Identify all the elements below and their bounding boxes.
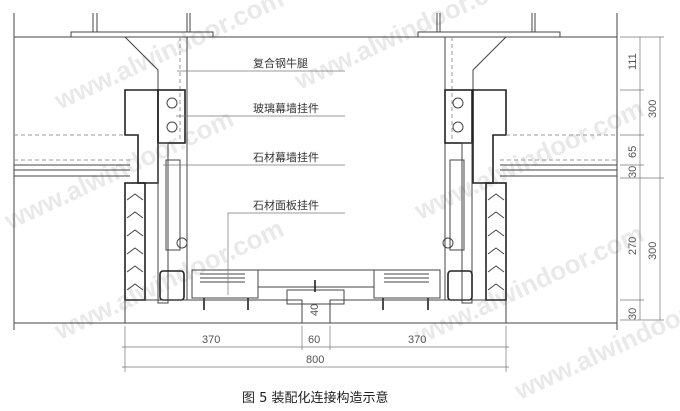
dim-30-bottom: 30 <box>627 308 639 320</box>
dim-total: 800 <box>306 354 324 366</box>
label-glass-hanger: 玻璃幕墙挂件 <box>253 101 319 115</box>
dim-65: 65 <box>627 146 639 158</box>
watermark: www.alwindoor.com <box>49 213 288 346</box>
watermark: www.alwindoor.com <box>0 103 238 236</box>
dim-300-top: 300 <box>647 100 659 118</box>
dim-270: 270 <box>627 237 639 255</box>
dim-30-top: 30 <box>627 166 639 178</box>
glass-hanger-right <box>444 89 473 144</box>
bottom-hangers <box>159 269 473 310</box>
right-dimensions: 111 300 65 30 270 300 30 <box>620 36 664 321</box>
left-assembly <box>14 36 188 304</box>
base-slab: 40 <box>14 299 617 324</box>
label-steel-corbel: 复合钢牛腿 <box>253 56 308 70</box>
figure-caption: 图 5 装配化连接构造示意 <box>242 390 389 406</box>
dim-111: 111 <box>627 53 639 70</box>
dim-right: 370 <box>408 334 426 346</box>
bottom-dimensions: 370 60 370 800 <box>122 326 509 372</box>
dim-gap: 60 <box>308 334 320 346</box>
watermark: www.alwindoor.com <box>289 0 528 96</box>
right-assembly <box>442 36 617 304</box>
slab-and-columns <box>13 13 618 330</box>
annotations: 复合钢牛腿 玻璃幕墙挂件 石材幕墙挂件 石材面板挂件 <box>163 56 345 295</box>
dim-left: 370 <box>202 334 220 346</box>
gap-dimension: 40 <box>309 304 321 316</box>
label-stone-panel-hanger: 石材面板挂件 <box>253 198 319 212</box>
label-stone-wall-hanger: 石材幕墙挂件 <box>253 150 319 164</box>
dim-300-bottom: 300 <box>647 242 659 260</box>
